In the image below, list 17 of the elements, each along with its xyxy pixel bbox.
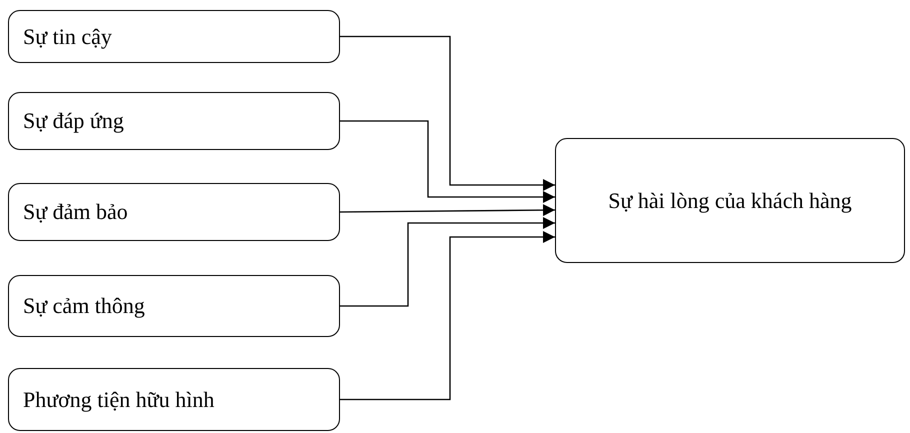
node-label: Phương tiện hữu hình <box>23 386 214 412</box>
node-label: Sự cảm thông <box>23 293 145 319</box>
outcome-box <box>555 138 905 263</box>
connector-arrow <box>340 36 555 191</box>
connector-arrow <box>340 120 555 203</box>
node-label: Sự hài lòng của khách hàng <box>608 188 852 214</box>
factor-box <box>8 275 340 337</box>
node-label: Sự đảm bảo <box>23 199 128 225</box>
node-label: Sự tin cậy <box>23 24 112 50</box>
factor-box <box>8 92 340 150</box>
factor-box <box>8 10 340 63</box>
node-label: Sự đáp ứng <box>23 108 124 134</box>
connector-arrow <box>340 217 555 307</box>
connector-arrow <box>340 231 555 400</box>
connector-arrow <box>340 204 555 216</box>
factor-box <box>8 183 340 241</box>
factor-box <box>8 368 340 431</box>
